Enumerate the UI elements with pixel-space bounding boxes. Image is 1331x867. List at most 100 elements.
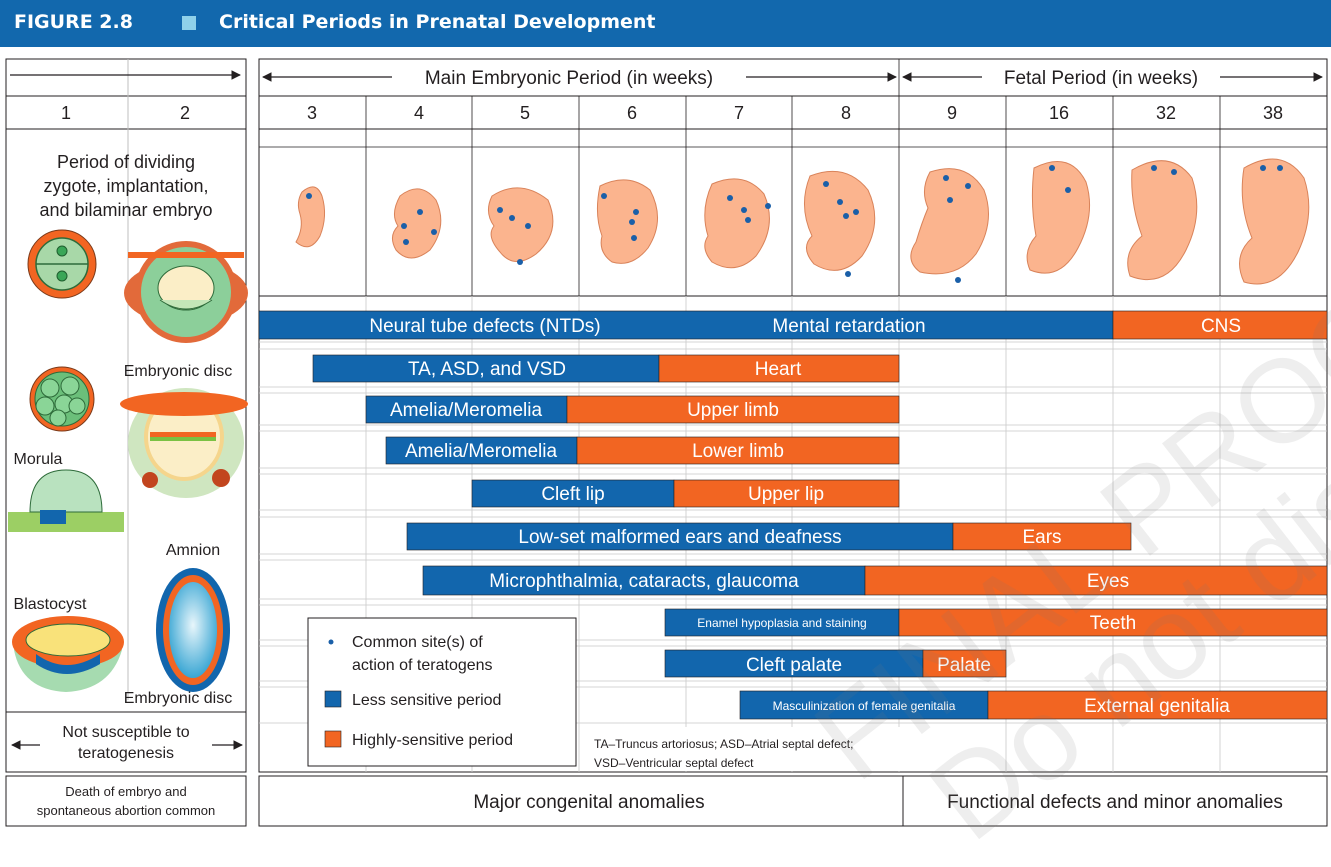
two-cell-zygote-illustration <box>27 229 97 299</box>
left-panel-frame <box>5 58 247 773</box>
bar-palate: Cleft palate Palate <box>664 649 1007 678</box>
bar-label-upper-limb: Upper limb <box>687 400 779 421</box>
bar-label-cleft-lip: Cleft lip <box>541 484 604 505</box>
figure-label: FIGURE 2.8 <box>14 11 133 33</box>
left-heading-line-2: zygote, implantation, <box>43 176 208 196</box>
embryo-week-9 <box>910 168 989 275</box>
legend-less-swatch <box>324 690 342 708</box>
bar-heart: TA, ASD, and VSD Heart <box>312 354 900 383</box>
legend-less-label: Less sensitive period <box>352 692 501 709</box>
week-label-2: 2 <box>180 103 190 123</box>
death-line-1: Death of embryo and <box>65 784 186 799</box>
week-label-32: 32 <box>1156 103 1176 123</box>
bar-ears: Low-set malformed ears and deafness Ears <box>406 522 1132 551</box>
bar-label-lower-limb: Lower limb <box>692 441 784 462</box>
week-label-9: 9 <box>947 103 957 123</box>
figure-title: Critical Periods in Prenatal Development <box>219 11 656 33</box>
week-label-3: 3 <box>307 103 317 123</box>
left-heading-line-1: Period of dividing <box>57 152 195 172</box>
left-heading-line-3: and bilaminar embryo <box>39 200 212 220</box>
week-label-16: 16 <box>1049 103 1069 123</box>
week-label-38: 38 <box>1263 103 1283 123</box>
major-anomalies-label: Major congenital anomalies <box>473 792 704 813</box>
implantation-illustration <box>124 241 248 343</box>
blastocyst-label: Blastocyst <box>14 596 87 613</box>
embryo-week-5 <box>488 187 554 262</box>
functional-defects-box <box>902 775 1328 827</box>
amnion-label: Amnion <box>166 542 220 559</box>
right-panel: Main Embryonic Period (in weeks) Fetal P… <box>258 58 1328 827</box>
abbrev-line-2: VSD–Ventricular septal defect <box>594 756 754 770</box>
bar-eyes: Microphthalmia, cataracts, glaucoma Eyes <box>422 565 1328 596</box>
embryo-week-6 <box>596 179 659 264</box>
week-label-1: 1 <box>61 103 71 123</box>
amnion-illustration <box>156 568 230 692</box>
embryo-week-38 <box>1239 158 1310 285</box>
not-susceptible-line-2: teratogenesis <box>78 745 174 762</box>
abbrev-line-1: TA–Truncus artoriosus; ASD–Atrial septal… <box>594 737 853 751</box>
main-period-label: Main Embryonic Period (in weeks) <box>425 68 713 89</box>
embryo-week-3 <box>295 186 326 248</box>
bar-lower-limb: Amelia/Meromelia Lower limb <box>385 436 900 465</box>
bar-label-masculinization: Masculinization of female genitalia <box>773 699 956 713</box>
legend-site-line-1: Common site(s) of <box>352 634 483 651</box>
week-label-4: 4 <box>414 103 424 123</box>
figure-title-bar: FIGURE 2.8 Critical Periods in Prenatal … <box>0 0 1331 47</box>
bar-genitalia: Masculinization of female genitalia Exte… <box>739 690 1328 720</box>
week-column-dividers <box>365 59 1221 296</box>
teratogen-site-dots <box>306 165 1283 283</box>
bar-upper-limb: Amelia/Meromelia Upper limb <box>365 395 900 424</box>
legend-high-label: Highly-sensitive period <box>352 732 513 749</box>
embryo-week-8 <box>804 170 876 271</box>
week-label-6: 6 <box>627 103 637 123</box>
fetal-period-label: Fetal Period (in weeks) <box>1004 68 1198 89</box>
week-label-8: 8 <box>841 103 851 123</box>
embryo-illustrations <box>295 158 1310 285</box>
embryo-week-7 <box>704 178 770 269</box>
bar-label-ntd: Neural tube defects (NTDs) <box>369 316 600 337</box>
legend-box <box>307 617 577 767</box>
title-separator-square <box>182 16 196 30</box>
morula-label: Morula <box>14 451 63 468</box>
embryo-week-32 <box>1127 160 1198 281</box>
embryo-week-4 <box>392 188 442 259</box>
bar-label-amelia-lower: Amelia/Meromelia <box>405 441 557 462</box>
bilaminar-disc-illustration <box>120 388 248 498</box>
bar-label-heart: Heart <box>755 359 802 380</box>
blastocyst-implanting-illustration <box>12 616 124 692</box>
not-susceptible-line-1: Not susceptible to <box>62 724 189 741</box>
bar-label-palate: Palate <box>937 655 991 676</box>
bar-label-eyes-less: Microphthalmia, cataracts, glaucoma <box>489 571 799 592</box>
embryonic-disc-label-top: Embryonic disc <box>124 363 232 380</box>
bar-label-amelia-upper: Amelia/Meromelia <box>390 400 542 421</box>
legend-high-swatch <box>324 730 342 748</box>
bar-upper-lip: Cleft lip Upper lip <box>471 479 900 508</box>
legend: Common site(s) of action of teratogens L… <box>307 617 577 767</box>
week-label-7: 7 <box>734 103 744 123</box>
bar-cns: Neural tube defects (NTDs) Mental retard… <box>258 310 1328 340</box>
bar-label-mental-retardation: Mental retardation <box>772 316 925 337</box>
embryonic-disc-label-bottom: Embryonic disc <box>124 690 232 707</box>
left-panel: 1 2 Period of dividing zygote, implantat… <box>5 58 248 827</box>
bar-label-cns: CNS <box>1201 316 1241 337</box>
embryo-week-16 <box>1026 161 1091 274</box>
critical-periods-diagram: 1 2 Period of dividing zygote, implantat… <box>5 58 1328 827</box>
abbrev-background <box>580 727 1000 771</box>
bar-label-ta-asd-vsd: TA, ASD, and VSD <box>408 359 566 380</box>
death-box <box>5 775 247 827</box>
bar-label-eyes: Eyes <box>1087 571 1129 592</box>
bar-label-teeth: Teeth <box>1090 613 1136 634</box>
legend-site-dot <box>328 639 334 645</box>
legend-site-line-2: action of teratogens <box>352 657 493 674</box>
bar-label-cleft-palate: Cleft palate <box>746 655 842 676</box>
week-label-5: 5 <box>520 103 530 123</box>
bar-label-ears: Ears <box>1022 527 1061 548</box>
morula-illustration <box>29 366 95 432</box>
bar-label-ears-less: Low-set malformed ears and deafness <box>518 527 841 548</box>
bar-label-enamel: Enamel hypoplasia and staining <box>697 616 866 630</box>
right-panel-frame <box>258 58 1328 773</box>
bar-label-external-genitalia: External genitalia <box>1084 696 1230 717</box>
blastocyst-illustration <box>8 469 124 532</box>
functional-defects-label: Functional defects and minor anomalies <box>947 792 1283 813</box>
death-line-2: spontaneous abortion common <box>37 803 216 818</box>
